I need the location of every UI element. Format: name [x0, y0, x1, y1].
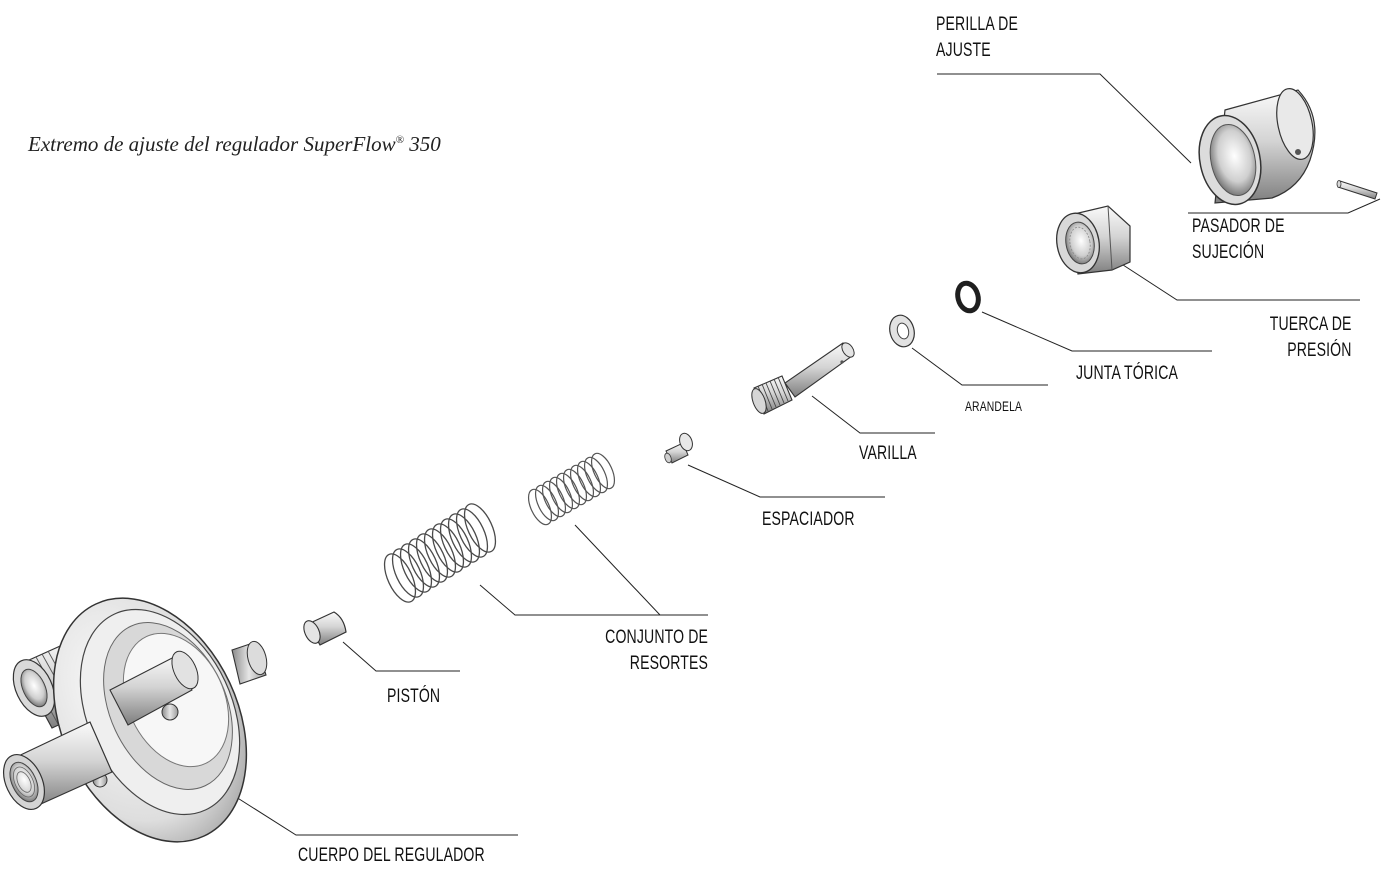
- label-varilla: VARILLA: [859, 441, 917, 467]
- spacer-part: [664, 432, 693, 464]
- label-resortes-line2: RESORTES: [629, 653, 708, 674]
- leader-lines: [235, 73, 1381, 836]
- label-junta-text: JUNTA TÓRICA: [1076, 363, 1179, 384]
- rod-part: [751, 342, 855, 415]
- label-pasador: PASADOR DE SUJECIÓN: [1192, 214, 1285, 266]
- leader-junta: [981, 311, 1212, 352]
- leader-varilla: [811, 395, 935, 434]
- leader-espaciador: [687, 464, 885, 498]
- label-perilla: PERILLA DE AJUSTE: [936, 12, 1018, 64]
- leader-piston: [342, 641, 460, 672]
- piston-part: [303, 611, 347, 646]
- caption-model: 350: [409, 132, 441, 156]
- leader-resortes-1: [574, 524, 708, 616]
- large-spring-part: [383, 503, 497, 603]
- label-espaciador-text: ESPACIADOR: [762, 509, 855, 530]
- roll-pin-part: [1336, 180, 1378, 200]
- label-cuerpo: CUERPO DEL REGULADOR: [298, 843, 485, 869]
- caption-text: Extremo de ajuste del regulador SuperFlo…: [28, 132, 396, 156]
- leader-perilla: [937, 73, 1192, 164]
- knob-part: [1198, 88, 1316, 206]
- label-tuerca-line2: PRESIÓN: [1287, 340, 1352, 361]
- diagram-caption: Extremo de ajuste del regulador SuperFlo…: [28, 132, 441, 157]
- label-arandela: ARANDELA: [965, 397, 1022, 415]
- label-resortes-line1: CONJUNTO DE: [605, 627, 708, 648]
- leader-pasador: [1188, 198, 1381, 214]
- leader-resortes-2: [479, 584, 660, 616]
- label-tuerca-line1: TUERCA DE: [1270, 314, 1352, 335]
- label-pasador-line1: PASADOR DE: [1192, 216, 1285, 237]
- leader-cuerpo: [235, 796, 518, 836]
- label-cuerpo-text: CUERPO DEL REGULADOR: [298, 845, 485, 866]
- leader-tuerca: [1119, 262, 1360, 301]
- leader-arandela: [911, 347, 1048, 386]
- label-espaciador: ESPACIADOR: [762, 507, 855, 533]
- label-perilla-line1: PERILLA DE: [936, 14, 1018, 35]
- o-ring-part: [955, 280, 981, 314]
- label-piston: PISTÓN: [387, 684, 440, 710]
- label-arandela-text: ARANDELA: [965, 398, 1023, 414]
- label-junta: JUNTA TÓRICA: [1076, 361, 1178, 387]
- pressure-nut-part: [1056, 205, 1131, 275]
- small-spring-part: [527, 452, 616, 526]
- label-perilla-line2: AJUSTE: [936, 40, 991, 61]
- label-tuerca: TUERCA DE PRESIÓN: [1270, 312, 1352, 364]
- washer-part: [889, 314, 915, 348]
- label-resortes: CONJUNTO DE RESORTES: [605, 625, 708, 677]
- label-varilla-text: VARILLA: [859, 443, 917, 464]
- regulator-body-part: [2, 597, 268, 843]
- label-piston-text: PISTÓN: [387, 686, 441, 707]
- registered-mark: ®: [395, 134, 404, 146]
- label-pasador-line2: SUJECIÓN: [1192, 242, 1265, 263]
